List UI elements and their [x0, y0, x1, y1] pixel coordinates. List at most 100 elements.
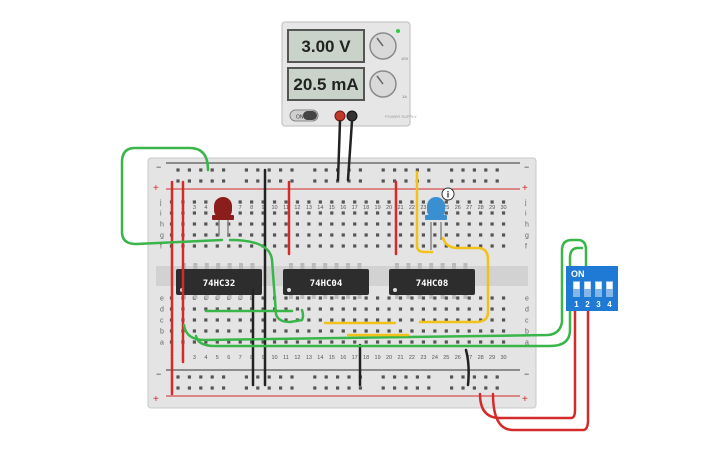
breadboard-hole[interactable] — [341, 211, 345, 215]
breadboard-hole[interactable] — [421, 318, 425, 322]
breadboard-hole[interactable] — [250, 222, 254, 226]
breadboard-hole[interactable] — [261, 329, 265, 333]
breadboard-hole[interactable] — [387, 307, 391, 311]
rail-hole[interactable] — [290, 375, 294, 379]
breadboard-hole[interactable] — [387, 222, 391, 226]
breadboard-hole[interactable] — [215, 329, 219, 333]
breadboard-hole[interactable] — [364, 200, 368, 204]
breadboard-hole[interactable] — [261, 222, 265, 226]
breadboard-hole[interactable] — [444, 244, 448, 248]
breadboard-hole[interactable] — [250, 307, 254, 311]
breadboard-hole[interactable] — [330, 318, 334, 322]
breadboard-hole[interactable] — [376, 329, 380, 333]
breadboard-hole[interactable] — [479, 200, 483, 204]
breadboard-hole[interactable] — [261, 211, 265, 215]
rail-hole[interactable] — [267, 168, 271, 172]
breadboard-hole[interactable] — [376, 318, 380, 322]
breadboard-hole[interactable] — [433, 233, 437, 237]
wire-yellow-long[interactable] — [418, 236, 490, 324]
breadboard-hole[interactable] — [341, 296, 345, 300]
breadboard-hole[interactable] — [479, 211, 483, 215]
rail-hole[interactable] — [290, 179, 294, 183]
rail-hole[interactable] — [256, 375, 260, 379]
breadboard-hole[interactable] — [250, 318, 254, 322]
breadboard-hole[interactable] — [398, 340, 403, 344]
breadboard-hole[interactable] — [238, 244, 242, 248]
breadboard-hole[interactable] — [467, 340, 471, 344]
rail-hole[interactable] — [244, 375, 248, 379]
breadboard-hole[interactable] — [192, 233, 196, 237]
rail-hole[interactable] — [484, 375, 488, 379]
breadboard-hole[interactable] — [444, 340, 448, 344]
breadboard-hole[interactable] — [353, 307, 357, 311]
breadboard-hole[interactable] — [204, 211, 208, 215]
rail-hole[interactable] — [313, 386, 317, 390]
breadboard-hole[interactable] — [444, 222, 448, 226]
breadboard-hole[interactable] — [353, 296, 357, 300]
breadboard-hole[interactable] — [398, 329, 403, 333]
breadboard-hole[interactable] — [387, 340, 391, 344]
breadboard-hole[interactable] — [318, 296, 322, 300]
rail-hole[interactable] — [267, 179, 271, 183]
breadboard-hole[interactable] — [204, 200, 208, 204]
breadboard-hole[interactable] — [398, 244, 403, 248]
breadboard-hole[interactable] — [376, 340, 380, 344]
breadboard-hole[interactable] — [238, 307, 242, 311]
breadboard-hole[interactable] — [227, 244, 231, 248]
ic-chip-74hc04[interactable]: 74HC04 — [283, 263, 369, 299]
breadboard-hole[interactable] — [376, 296, 380, 300]
rail-hole[interactable] — [450, 168, 454, 172]
breadboard-hole[interactable] — [398, 307, 403, 311]
wire-green-chip-link[interactable] — [228, 238, 305, 324]
breadboard-hole[interactable] — [421, 233, 425, 237]
breadboard-hole[interactable] — [421, 222, 425, 226]
breadboard-hole[interactable] — [295, 233, 300, 237]
breadboard-hole[interactable] — [227, 307, 231, 311]
breadboard-hole[interactable] — [318, 244, 322, 248]
breadboard-hole[interactable] — [272, 233, 277, 237]
breadboard-hole[interactable] — [421, 307, 425, 311]
breadboard-hole[interactable] — [250, 329, 254, 333]
rail-hole[interactable] — [461, 179, 465, 183]
breadboard-hole[interactable] — [250, 211, 254, 215]
rail-hole[interactable] — [472, 386, 476, 390]
rail-hole[interactable] — [313, 375, 317, 379]
rail-hole[interactable] — [267, 375, 271, 379]
breadboard-hole[interactable] — [272, 318, 277, 322]
breadboard-hole[interactable] — [376, 233, 380, 237]
breadboard-hole[interactable] — [398, 200, 403, 204]
rail-hole[interactable] — [279, 375, 283, 379]
breadboard-hole[interactable] — [215, 318, 219, 322]
breadboard-hole[interactable] — [272, 329, 277, 333]
dip-toggle-4[interactable] — [606, 282, 613, 289]
breadboard-hole[interactable] — [353, 222, 357, 226]
breadboard-hole[interactable] — [444, 307, 448, 311]
rail-hole[interactable] — [495, 168, 499, 172]
breadboard-hole[interactable] — [467, 296, 471, 300]
rail-hole[interactable] — [222, 179, 226, 183]
breadboard-hole[interactable] — [456, 329, 460, 333]
breadboard-hole[interactable] — [501, 244, 506, 248]
breadboard-hole[interactable] — [330, 233, 334, 237]
breadboard-hole[interactable] — [330, 244, 334, 248]
rail-hole[interactable] — [495, 375, 499, 379]
rail-hole[interactable] — [290, 168, 294, 172]
rail-hole[interactable] — [484, 179, 488, 183]
rail-hole[interactable] — [495, 179, 499, 183]
breadboard-hole[interactable] — [501, 296, 506, 300]
rail-hole[interactable] — [324, 168, 328, 172]
breadboard-hole[interactable] — [467, 222, 471, 226]
breadboard-hole[interactable] — [501, 340, 506, 344]
breadboard-hole[interactable] — [410, 211, 414, 215]
breadboard-hole[interactable] — [376, 200, 380, 204]
breadboard-hole[interactable] — [307, 222, 311, 226]
breadboard-hole[interactable] — [364, 211, 368, 215]
breadboard-hole[interactable] — [364, 307, 368, 311]
breadboard-hole[interactable] — [238, 200, 242, 204]
breadboard-hole[interactable] — [284, 211, 288, 215]
breadboard-hole[interactable] — [387, 200, 391, 204]
rail-hole[interactable] — [393, 168, 397, 172]
breadboard-hole[interactable] — [204, 318, 208, 322]
breadboard-hole[interactable] — [295, 211, 300, 215]
breadboard-hole[interactable] — [204, 233, 208, 237]
